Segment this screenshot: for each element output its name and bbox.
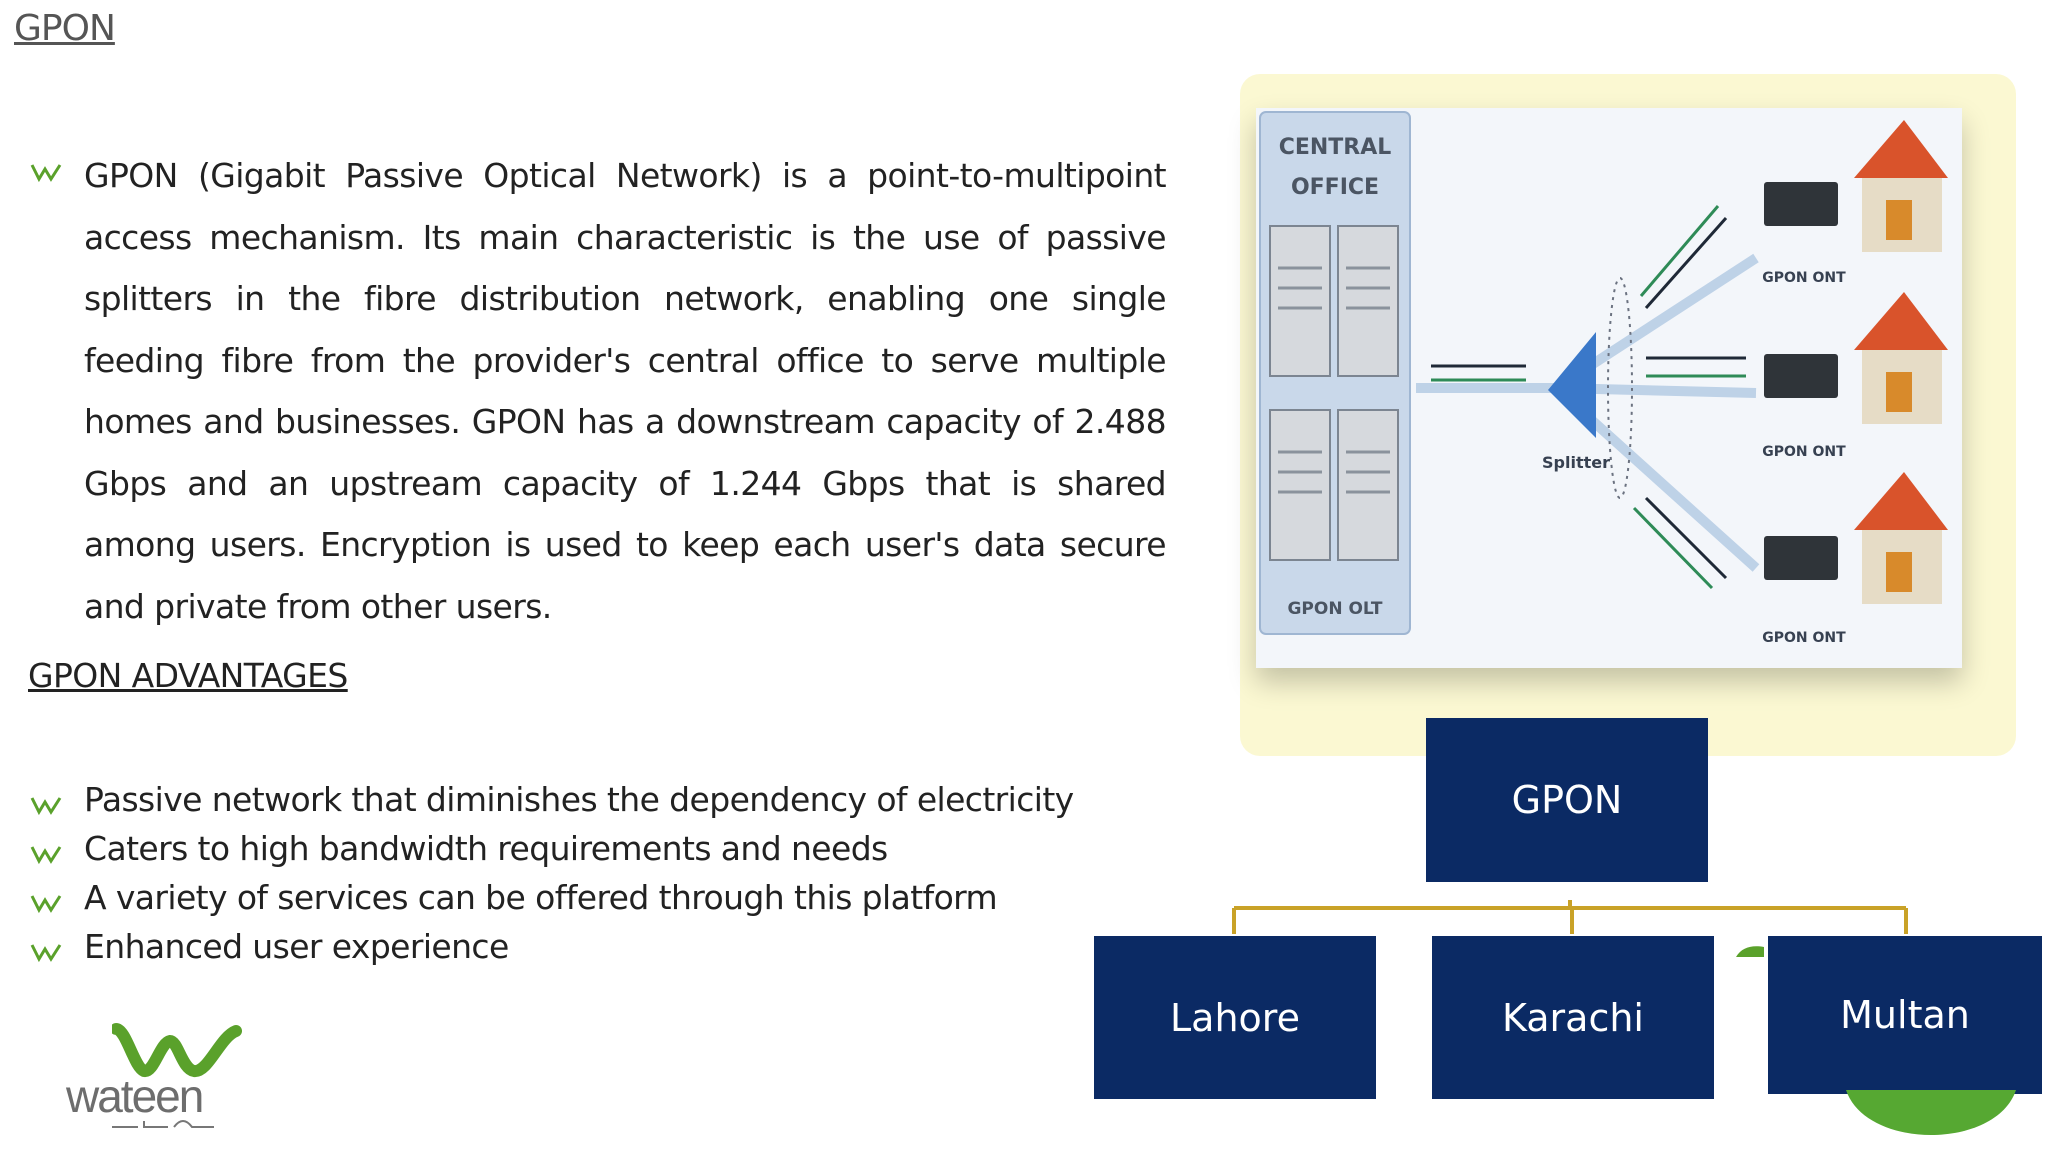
green-accent-mark [1736,946,1764,957]
central-office-label-2: OFFICE [1291,175,1379,200]
org-node-gpon: GPON [1426,718,1708,882]
advantage-text: A variety of services can be offered thr… [84,878,998,917]
advantage-text: Enhanced user experience [84,927,509,966]
gpon-network-diagram: CENTRAL OFFICE GPON OLT [1256,108,1962,668]
wateen-logo: wateen [66,1023,246,1135]
wateen-w-icon [112,1023,242,1077]
upstream-arrows [1431,205,1746,590]
green-decoration [1846,1090,2016,1135]
wateen-bullet-icon [30,164,62,183]
wateen-bullet-icon [30,944,62,963]
org-chart-connector [1232,900,1908,934]
logo-urdu-tagline [112,1120,214,1128]
olt-rack-icon [1269,225,1399,561]
olt-label: GPON OLT [1287,599,1382,619]
advantages-heading: GPON ADVANTAGES [28,656,348,695]
wateen-bullet-icon [30,895,62,914]
slide-title: GPON [14,8,116,49]
wateen-bullet-icon [30,846,62,865]
advantage-text: Caters to high bandwidth requirements an… [84,829,888,868]
advantage-text: Passive network that diminishes the depe… [84,780,1074,819]
ont-label-3: GPON ONT [1762,630,1846,646]
org-node-karachi: Karachi [1432,936,1714,1099]
gpon-description: GPON (Gigabit Passive Optical Network) i… [84,156,1167,626]
org-node-multan: Multan [1768,936,2042,1094]
house-icon [1854,120,1948,604]
org-node-lahore: Lahore [1094,936,1376,1099]
ont-device-icon [1764,182,1838,580]
ont-label-2: GPON ONT [1762,444,1846,460]
ont-label-1: GPON ONT [1762,270,1846,286]
splitter-group-outline [1607,277,1633,499]
central-office-label-1: CENTRAL [1279,135,1392,160]
downstream-arrows [1431,217,1746,580]
splitter-icon [1548,332,1596,438]
logo-wordmark: wateen [66,1070,204,1122]
wateen-bullet-icon [30,797,62,816]
splitter-label: Splitter [1542,453,1610,472]
